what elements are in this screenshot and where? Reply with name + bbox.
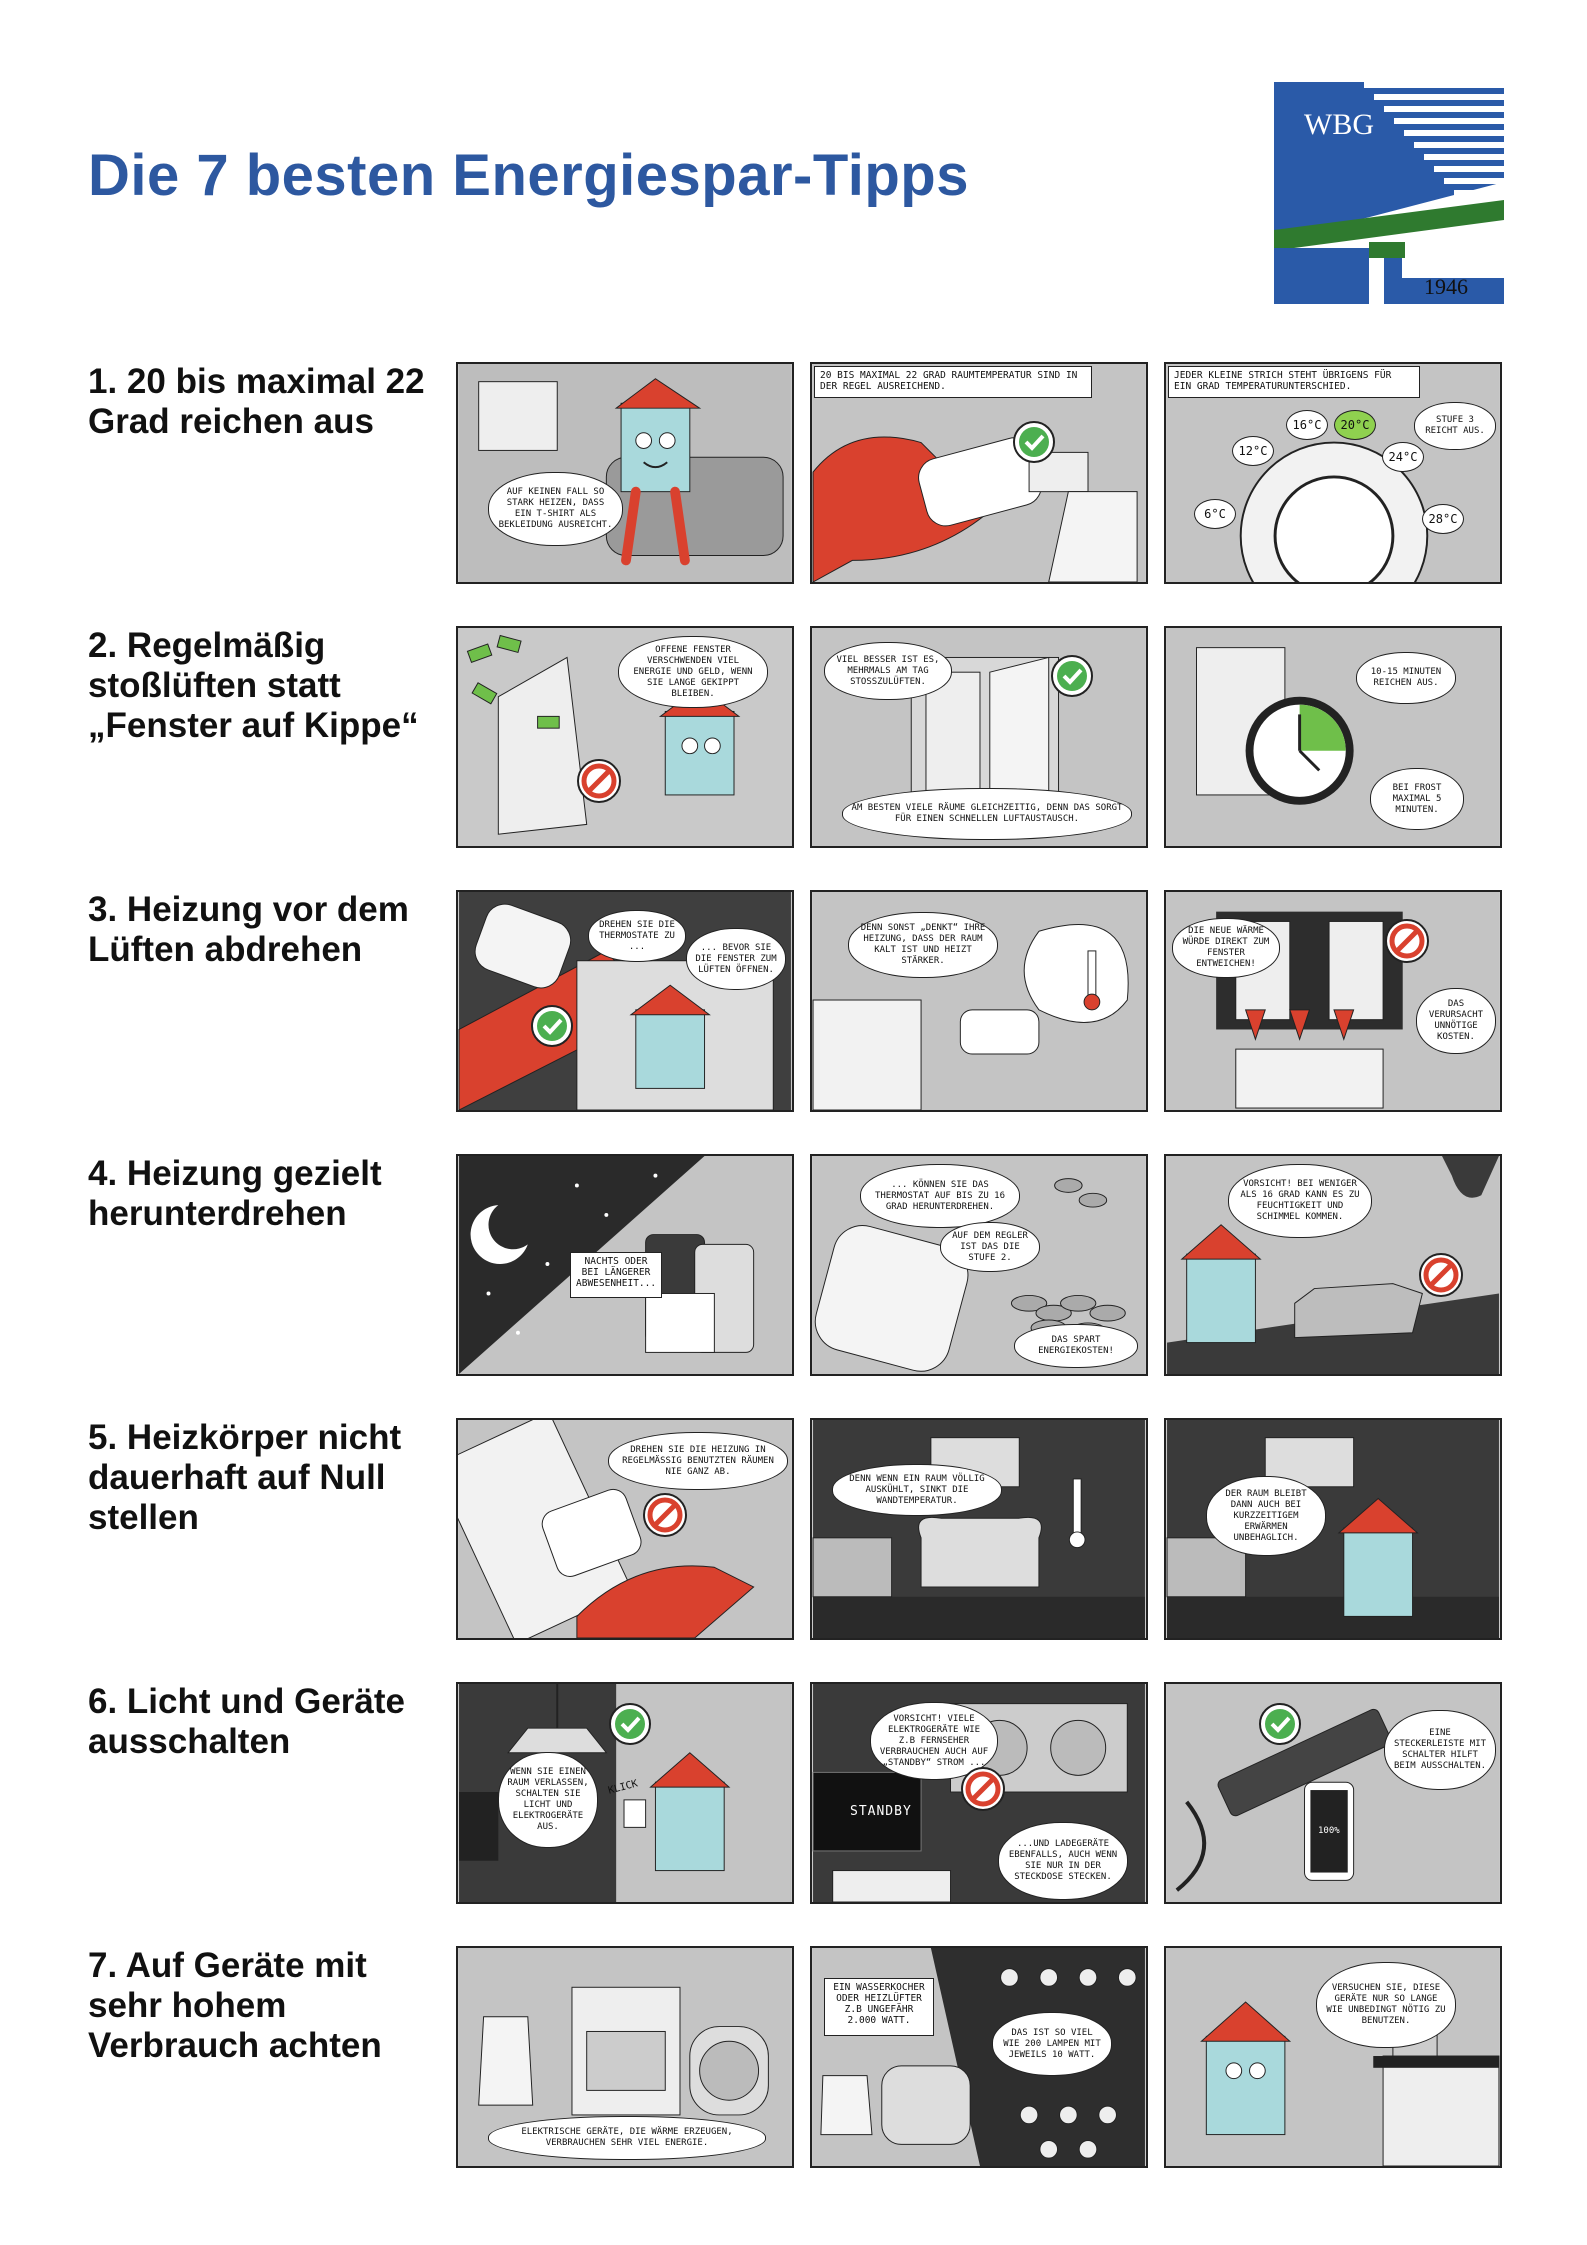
speech-bubble: DAS SPART ENERGIEKOSTEN! — [1014, 1324, 1138, 1368]
comic-panel: EIN WASSERKOCHER ODER HEIZLÜFTER Z.B UNG… — [810, 1946, 1148, 2168]
tip-heading: 6. Licht und Geräte ausschalten — [88, 1682, 405, 1761]
comic-panel: DENN WENN EIN RAUM VÖLLIG AUSKÜHLT, SINK… — [810, 1418, 1148, 1640]
prohibited-icon — [1385, 919, 1429, 963]
speech-bubble: ELEKTRISCHE GERÄTE, DIE WÄRME ERZEUGEN, … — [488, 2116, 766, 2160]
caption-box: EIN WASSERKOCHER ODER HEIZLÜFTER Z.B UNG… — [824, 1978, 934, 2036]
speech-bubble: VORSICHT! BEI WENIGER ALS 16 GRAD KANN E… — [1228, 1164, 1372, 1238]
comic-panel: NACHTS ODER BEI LÄNGERER ABWESENHEIT... — [456, 1154, 794, 1376]
temp-label: 28°C — [1422, 504, 1464, 534]
speech-bubble: VORSICHT! VIELE ELEKTROGERÄTE WIE Z.B FE… — [870, 1702, 998, 1780]
temp-label: 16°C — [1286, 410, 1328, 440]
speech-bubble: DENN WENN EIN RAUM VÖLLIG AUSKÜHLT, SINK… — [832, 1464, 1002, 1516]
temp-label: 20°C — [1334, 410, 1376, 440]
check-icon — [531, 1005, 573, 1047]
comic-panel: ELEKTRISCHE GERÄTE, DIE WÄRME ERZEUGEN, … — [456, 1946, 794, 2168]
tip-heading: 4. Heizung gezielt herunterdrehen — [88, 1154, 382, 1233]
temp-label: 12°C — [1232, 436, 1274, 466]
comic-panel: VIEL BESSER IST ES, MEHRMALS AM TAG STOS… — [810, 626, 1148, 848]
speech-bubble: VIEL BESSER IST ES, MEHRMALS AM TAG STOS… — [824, 642, 952, 700]
temp-label: 24°C — [1382, 442, 1424, 472]
comic-panel: OFFENE FENSTER VERSCHWENDEN VIEL ENERGIE… — [456, 626, 794, 848]
comic-panel: WENN SIE EINEN RAUM VERLASSEN, SCHALTEN … — [456, 1682, 794, 1904]
tip-row-5: 5. Heizkörper nicht dauerhaft auf Null s… — [0, 1418, 1587, 1640]
tip-heading: 5. Heizkörper nicht dauerhaft auf Null s… — [88, 1418, 402, 1537]
speech-bubble: AM BESTEN VIELE RÄUME GLEICHZEITIG, DENN… — [842, 788, 1132, 840]
speech-bubble: DAS IST SO VIEL WIE 200 LAMPEN MIT JEWEI… — [992, 2012, 1112, 2076]
tip-row-6: 6. Licht und Geräte ausschalten WENN SIE… — [0, 1682, 1587, 1904]
check-icon — [1013, 421, 1055, 463]
comic-panel: EINE STECKERLEISTE MIT SCHALTER HILFT BE… — [1164, 1682, 1502, 1904]
speech-bubble: AUF KEINEN FALL SO STARK HEIZEN, DASS EI… — [488, 472, 623, 546]
speech-bubble: DENN SONST „DENKT“ IHRE HEIZUNG, DASS DE… — [848, 912, 998, 978]
caption-box: 20 BIS MAXIMAL 22 GRAD RAUMTEMPERATUR SI… — [814, 366, 1092, 398]
tip-heading: 1. 20 bis maximal 22 Grad reichen aus — [88, 362, 425, 441]
speech-bubble: DREHEN SIE DIE THERMOSTATE ZU ... — [588, 910, 686, 962]
standby-screen: STANDBY — [850, 1804, 912, 1819]
tip-heading: 3. Heizung vor dem Lüften abdrehen — [88, 890, 409, 969]
speech-bubble: EINE STECKERLEISTE MIT SCHALTER HILFT BE… — [1384, 1710, 1496, 1790]
comic-panel: VORSICHT! BEI WENIGER ALS 16 GRAD KANN E… — [1164, 1154, 1502, 1376]
comic-panel: DREHEN SIE DIE HEIZUNG IN REGELMÄSSIG BE… — [456, 1418, 794, 1640]
tip-row-3: 3. Heizung vor dem Lüften abdrehen DREHE… — [0, 890, 1587, 1112]
speech-bubble: STUFE 3 REICHT AUS. — [1414, 402, 1496, 450]
comic-panel: 10-15 MINUTEN REICHEN AUS. BEI FROST MAX… — [1164, 626, 1502, 848]
speech-bubble: WENN SIE EINEN RAUM VERLASSEN, SCHALTEN … — [498, 1752, 598, 1848]
speech-bubble: VERSUCHEN SIE, DIESE GERÄTE NUR SO LANGE… — [1316, 1962, 1456, 2048]
speech-bubble: DER RAUM BLEIBT DANN AUCH BEI KURZZEITIG… — [1206, 1476, 1326, 1556]
prohibited-icon — [577, 759, 621, 803]
speech-bubble: DAS VERURSACHT UNNÖTIGE KOSTEN. — [1416, 988, 1496, 1054]
check-icon — [1051, 655, 1093, 697]
tip-row-1: 1. 20 bis maximal 22 Grad reichen aus AU… — [0, 362, 1587, 584]
prohibited-icon — [1419, 1253, 1463, 1297]
check-icon — [1259, 1703, 1301, 1745]
temp-label: 6°C — [1194, 499, 1236, 529]
tip-heading: 2. Regelmäßig stoßlüften statt „Fenster … — [88, 626, 419, 745]
battery-label: 100% — [1318, 1826, 1340, 1836]
speech-bubble: ... KÖNNEN SIE DAS THERMOSTAT AUF BIS ZU… — [860, 1164, 1020, 1228]
speech-bubble: DREHEN SIE DIE HEIZUNG IN REGELMÄSSIG BE… — [608, 1432, 788, 1490]
check-icon — [609, 1703, 651, 1745]
comic-panel: 20 BIS MAXIMAL 22 GRAD RAUMTEMPERATUR SI… — [810, 362, 1148, 584]
prohibited-icon — [961, 1767, 1005, 1811]
wbg-logo: WBG 1946 — [1274, 82, 1504, 304]
tip-heading: 7. Auf Geräte mit sehr hohem Verbrauch a… — [88, 1946, 382, 2065]
tip-row-2: 2. Regelmäßig stoßlüften statt „Fenster … — [0, 626, 1587, 848]
caption-box: NACHTS ODER BEI LÄNGERER ABWESENHEIT... — [570, 1252, 662, 1298]
comic-panel: VERSUCHEN SIE, DIESE GERÄTE NUR SO LANGE… — [1164, 1946, 1502, 2168]
comic-panel: ... KÖNNEN SIE DAS THERMOSTAT AUF BIS ZU… — [810, 1154, 1148, 1376]
prohibited-icon — [643, 1493, 687, 1537]
comic-panel: JEDER KLEINE STRICH STEHT ÜBRIGENS FÜR E… — [1164, 362, 1502, 584]
speech-bubble: OFFENE FENSTER VERSCHWENDEN VIEL ENERGIE… — [618, 636, 768, 708]
comic-panel: VORSICHT! VIELE ELEKTROGERÄTE WIE Z.B FE… — [810, 1682, 1148, 1904]
speech-bubble: DIE NEUE WÄRME WÜRDE DIREKT ZUM FENSTER … — [1172, 918, 1280, 978]
speech-bubble: ... BEVOR SIE DIE FENSTER ZUM LÜFTEN ÖFF… — [686, 928, 786, 990]
tip-row-7: 7. Auf Geräte mit sehr hohem Verbrauch a… — [0, 1946, 1587, 2168]
speech-bubble: 10-15 MINUTEN REICHEN AUS. — [1356, 652, 1456, 704]
comic-panel: AUF KEINEN FALL SO STARK HEIZEN, DASS EI… — [456, 362, 794, 584]
speech-bubble: BEI FROST MAXIMAL 5 MINUTEN. — [1370, 768, 1464, 830]
page-title: Die 7 besten Energiespar-Tipps — [88, 143, 969, 208]
comic-panel: DENN SONST „DENKT“ IHRE HEIZUNG, DASS DE… — [810, 890, 1148, 1112]
comic-panel: DIE NEUE WÄRME WÜRDE DIREKT ZUM FENSTER … — [1164, 890, 1502, 1112]
logo-text: WBG — [1304, 108, 1374, 141]
caption-box: JEDER KLEINE STRICH STEHT ÜBRIGENS FÜR E… — [1168, 366, 1420, 398]
speech-bubble: ...UND LADEGERÄTE EBENFALLS, AUCH WENN S… — [998, 1822, 1128, 1900]
speech-bubble: AUF DEM REGLER IST DAS DIE STUFE 2. — [940, 1222, 1040, 1272]
tip-row-4: 4. Heizung gezielt herunterdrehen NACHTS… — [0, 1154, 1587, 1376]
comic-panel: DREHEN SIE DIE THERMOSTATE ZU ... ... BE… — [456, 890, 794, 1112]
logo-year: 1946 — [1424, 274, 1468, 299]
comic-panel: DER RAUM BLEIBT DANN AUCH BEI KURZZEITIG… — [1164, 1418, 1502, 1640]
